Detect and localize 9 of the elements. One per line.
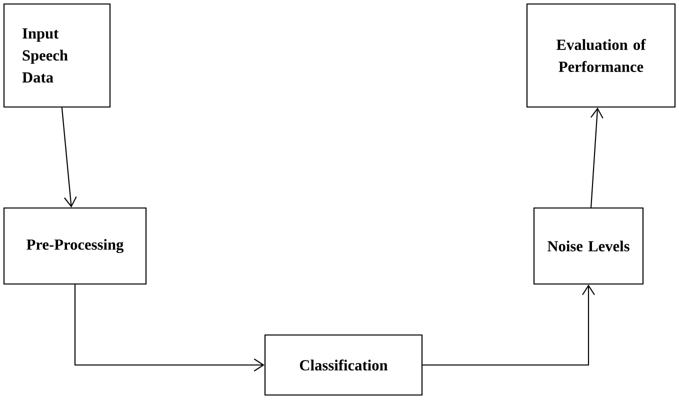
process-box: Pre-Processing [3,207,147,285]
process-box: Evaluation of Performance [526,3,676,108]
process-box: Classification [264,334,423,396]
arrow [61,108,77,208]
process-box: Noise Levels [533,207,644,285]
process-box: Input Speech Data [3,3,111,108]
arrow [74,284,264,372]
arrow [422,284,595,366]
arrow [590,108,604,208]
